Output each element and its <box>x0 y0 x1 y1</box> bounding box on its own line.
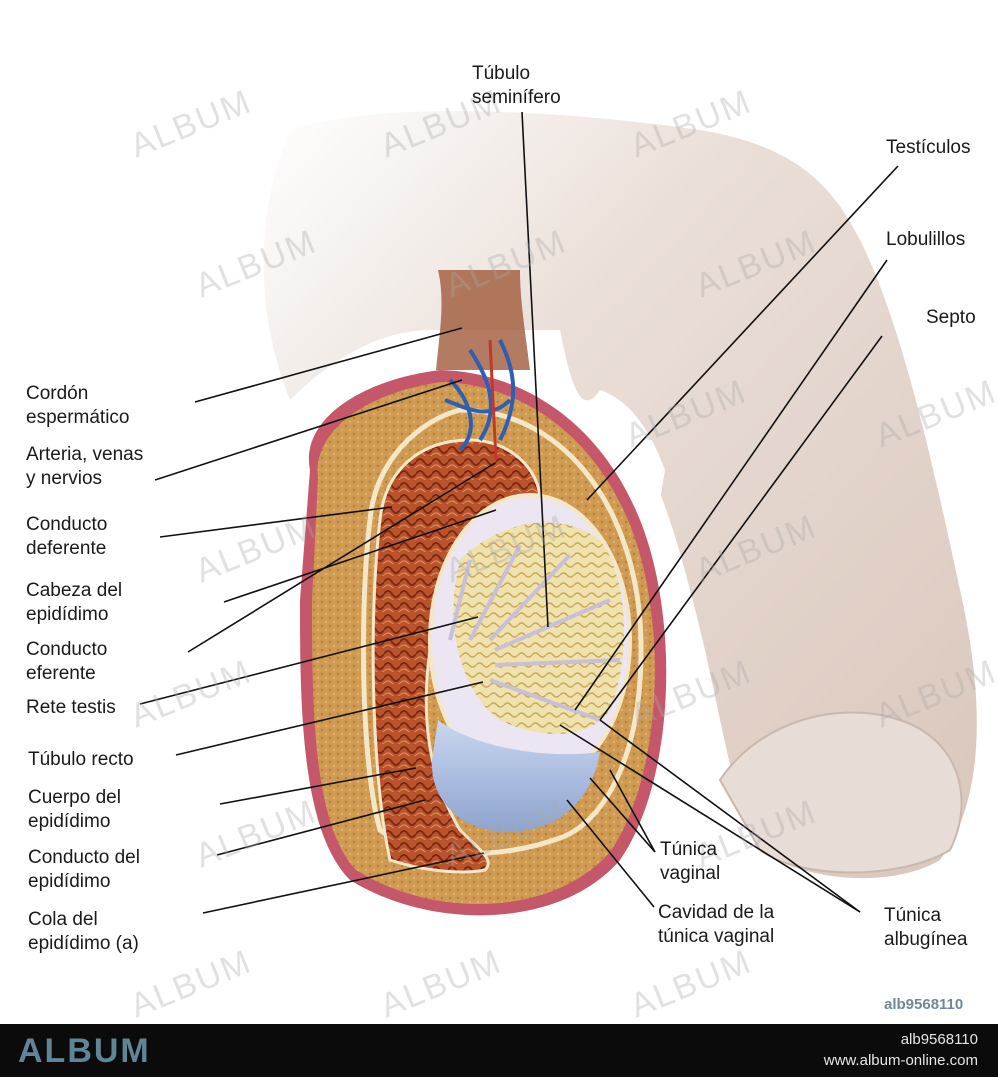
label-lobulillos: Lobulillos <box>886 229 966 250</box>
label-septo: Septo <box>926 307 976 328</box>
spermatic-cord <box>436 270 530 370</box>
image-id: alb9568110 <box>884 996 964 1013</box>
label-testiculos: Testículos <box>886 137 971 158</box>
tunica-cavity <box>431 720 600 832</box>
image-code: alb9568110 <box>900 1031 978 1048</box>
veins <box>444 339 516 452</box>
footer-bar: ALBUM alb9568110 www.album-online.com <box>0 1024 998 1077</box>
epididymis <box>371 438 542 874</box>
tunica-vaginal-shape <box>360 407 644 857</box>
site-link[interactable]: www.album-online.com <box>823 1052 978 1069</box>
label-tubulo-recto: Túbulo recto <box>28 749 134 770</box>
leader-lines <box>139 111 899 914</box>
label-rete-testis: Rete testis <box>26 697 116 718</box>
brand-logo[interactable]: ALBUM <box>18 1032 151 1070</box>
